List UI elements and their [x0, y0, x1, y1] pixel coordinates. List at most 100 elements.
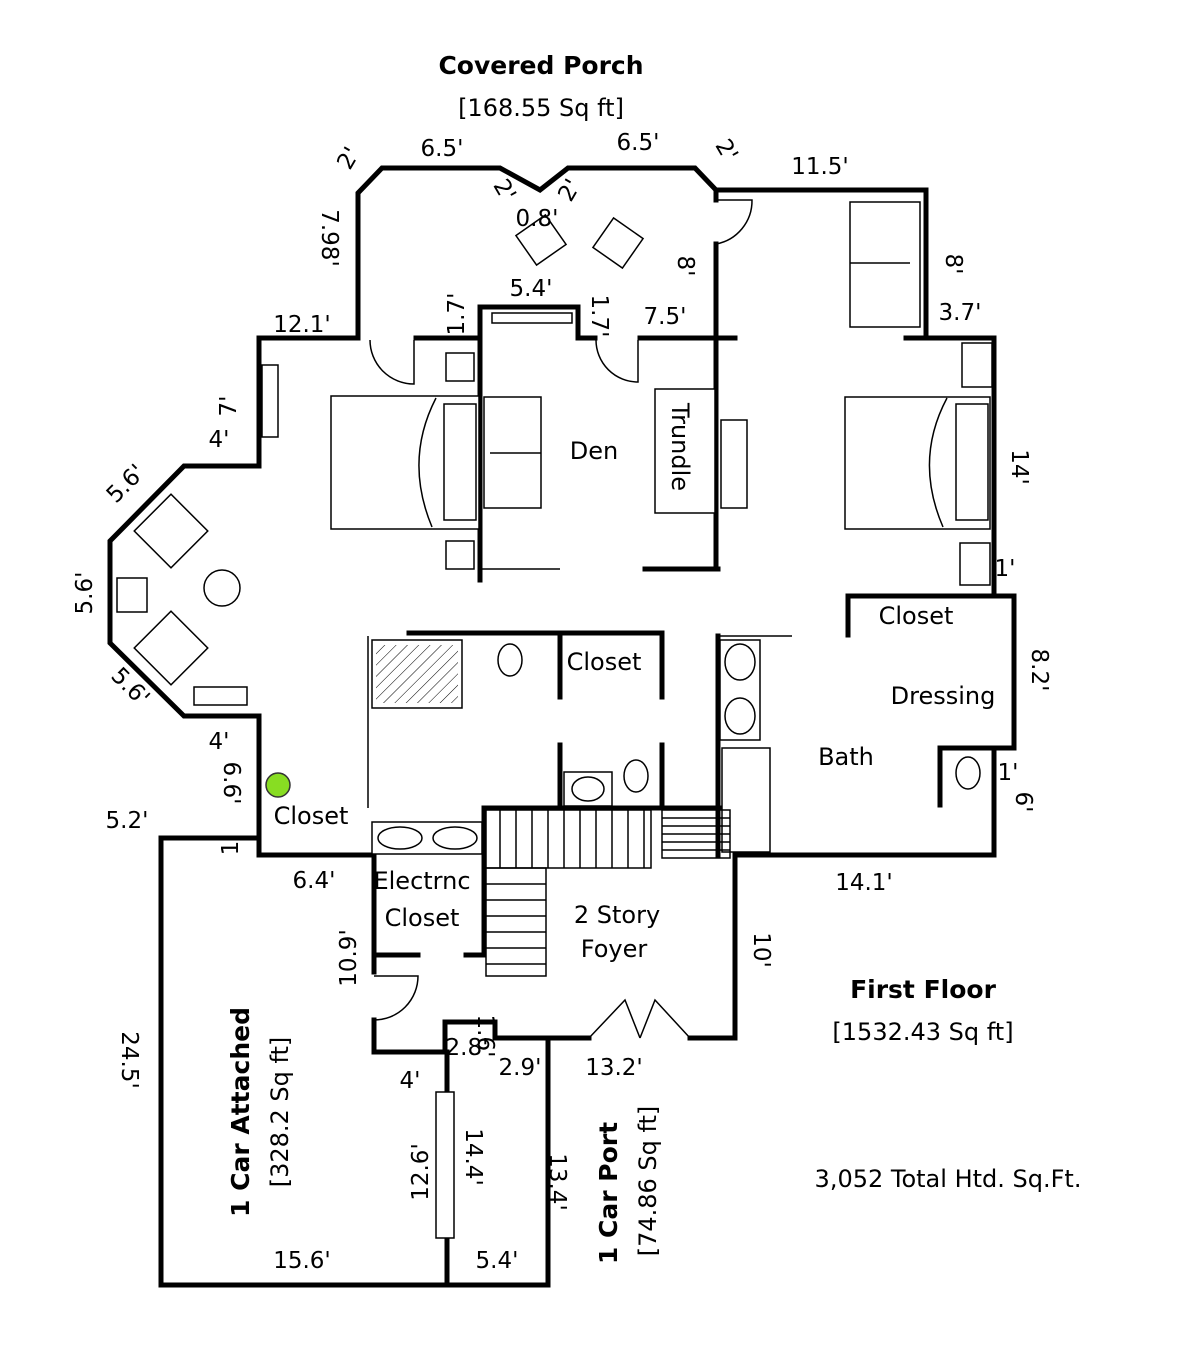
dim-1-6-small: 1.6' [472, 1015, 498, 1058]
chair-lower [133, 610, 209, 686]
porch-chair-left [514, 213, 568, 267]
dim-7-98: 7.98' [316, 209, 342, 267]
dim-8-porch: 8' [672, 256, 698, 277]
room-foyer-line1: 2 Story [574, 901, 660, 929]
doors [369, 199, 753, 1039]
dim-14-1: 14.1' [835, 870, 893, 896]
garage-area: [328.2 Sq ft] [266, 1037, 294, 1188]
dim-2-top-left: 2' [332, 143, 365, 174]
carport-post [435, 1091, 455, 1239]
porch-chair-right [591, 216, 645, 270]
dim-5-6-mid: 5.6' [72, 572, 98, 615]
shower-tiles [376, 645, 458, 703]
dim-13-2: 13.2' [585, 1055, 643, 1081]
dim-4-lower: 4' [209, 729, 230, 755]
dim-5-6-lower: 5.6' [106, 663, 155, 712]
dim-10-9: 10.9' [336, 929, 362, 987]
top-right-wall [713, 187, 1017, 858]
dimensions: 6.5' 6.5' 2' 2' 11.5' 2' 2' 0.8' 7.98' 8… [72, 130, 1052, 1274]
dim-6-5-left: 6.5' [421, 136, 464, 162]
total-area: 3,052 Total Htd. Sq.Ft. [815, 1165, 1082, 1193]
hall-door [373, 975, 419, 1021]
porch-area: [168.55 Sq ft] [458, 94, 624, 122]
nightstand-4 [959, 542, 991, 586]
dim-5-4-bottom: 5.4' [476, 1248, 519, 1274]
right-bed-sheet [928, 397, 948, 528]
dresser-den [720, 419, 748, 509]
dim-8-2: 8.2' [1026, 649, 1052, 692]
dim-12-6: 12.6' [408, 1143, 434, 1201]
nightstand-1 [445, 352, 475, 382]
room-trundle: Trundle [666, 402, 694, 491]
dim-2-inner-right: 2' [553, 175, 586, 206]
double-sink-basin-1 [377, 826, 423, 850]
toilet-3 [955, 756, 981, 790]
first-floor-title: First Floor [850, 975, 997, 1004]
trundle-bed [654, 388, 716, 514]
dim-5-6-upper: 5.6' [102, 460, 151, 509]
room-electrnc-line2: Closet [385, 904, 460, 932]
dim-6-5-right: 6.5' [617, 130, 660, 156]
dim-2-9: 2.9' [499, 1055, 542, 1081]
left-octagon-wall [107, 335, 375, 858]
bedroom-door [369, 339, 415, 385]
window-2 [193, 686, 248, 706]
dim-1-7-left: 1.7' [444, 293, 470, 336]
chair-upper [133, 493, 209, 569]
den-shelf [491, 312, 573, 324]
double-sink [371, 821, 483, 855]
dim-7: 7' [216, 396, 242, 417]
dim-14-4: 14.4' [460, 1128, 486, 1186]
garage-title: 1 Car Attached [226, 1007, 255, 1217]
room-den: Den [570, 437, 618, 465]
dim-15-6: 15.6' [273, 1248, 331, 1274]
left-bed-sheet [418, 397, 437, 528]
carport-title: 1 Car Port [594, 1122, 623, 1264]
room-closet-left: Closet [274, 802, 349, 830]
location-marker[interactable] [265, 772, 291, 798]
porch-wall [355, 165, 719, 338]
room-electrnc-line1: Electrnc [373, 867, 470, 895]
room-dressing: Dressing [891, 682, 996, 710]
nightstand-3 [961, 342, 993, 388]
walls [107, 165, 1017, 1288]
dim-6-6: 6.6' [218, 762, 244, 805]
dim-10: 10' [748, 932, 774, 968]
den-inset-wall [477, 304, 598, 583]
tub [721, 747, 771, 853]
dim-24-5: 24.5' [116, 1031, 142, 1089]
corner-table [116, 577, 148, 613]
right-bed-pillows [955, 403, 989, 521]
room-bath: Bath [818, 743, 874, 771]
vanity-basin-2 [724, 697, 756, 735]
stairs-treads-right [662, 817, 730, 851]
dim-1-7-right: 1.7' [586, 295, 612, 338]
dim-7-5: 7.5' [644, 304, 687, 330]
toilet-1 [497, 643, 523, 677]
dim-0-8: 0.8' [516, 206, 559, 232]
furniture [116, 201, 993, 1239]
dim-11-5: 11.5' [791, 154, 849, 180]
dim-12-1: 12.1' [273, 312, 331, 338]
room-closet-dressing: Closet [879, 602, 954, 630]
room-foyer-line2: Foyer [581, 935, 648, 963]
nightstand-2 [445, 540, 475, 570]
dressing-bottom-wall [937, 745, 997, 808]
garage-outline [158, 835, 551, 1288]
dim-2-inner-left: 2' [488, 175, 521, 206]
room-closet-mid: Closet [567, 648, 642, 676]
vanity-basin-1 [724, 643, 756, 681]
dim-1-6-b: 6' [1010, 792, 1036, 813]
porch-door [715, 199, 753, 245]
dim-13-4: 13.4' [544, 1153, 570, 1211]
front-door-left [588, 998, 641, 1039]
dim-8-right: 8' [940, 254, 966, 275]
stairs-treads-lower [486, 883, 546, 965]
stairs-upper [485, 809, 652, 869]
dim-4-garage: 4' [400, 1068, 421, 1094]
dim-4-upper: 4' [209, 427, 230, 453]
first-floor-area: [1532.43 Sq ft] [832, 1018, 1013, 1046]
dim-2-8: 2.8' [446, 1035, 489, 1061]
